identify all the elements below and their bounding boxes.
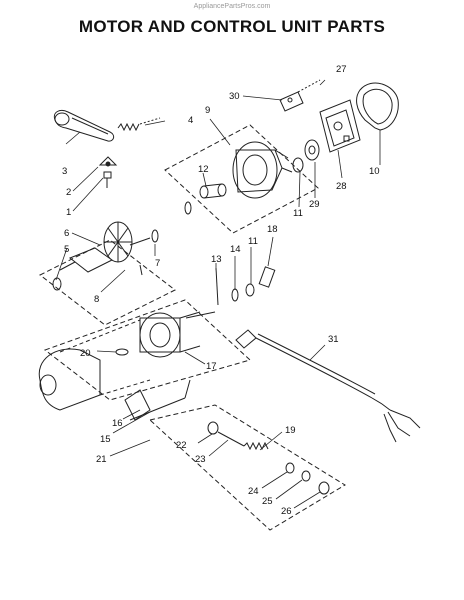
callout-15: 15 bbox=[100, 434, 111, 445]
callout-8: 8 bbox=[94, 294, 99, 305]
watermark: AppliancePartsPros.com bbox=[193, 3, 271, 10]
spring-part bbox=[117, 122, 140, 132]
callout-6: 6 bbox=[64, 228, 69, 239]
motor-field bbox=[139, 311, 216, 358]
callout-23: 23 bbox=[195, 454, 206, 465]
callout-10: 10 bbox=[369, 166, 380, 177]
washer-11-lower bbox=[245, 283, 255, 297]
callout-20: 20 bbox=[80, 348, 91, 359]
callout-27: 27 bbox=[336, 64, 347, 75]
gasket-part bbox=[356, 82, 399, 131]
callout-14: 14 bbox=[230, 244, 241, 255]
callout-19: 19 bbox=[285, 425, 296, 436]
armature-fan bbox=[59, 221, 151, 273]
power-cord bbox=[235, 329, 421, 443]
brush-holder-arm bbox=[53, 109, 115, 142]
washer-11-upper bbox=[292, 157, 304, 173]
callout-5: 5 bbox=[64, 244, 69, 255]
callout-1: 1 bbox=[66, 207, 71, 218]
callout-21: 21 bbox=[96, 454, 107, 465]
shift-lever bbox=[124, 379, 191, 421]
end-cap-group-outline bbox=[164, 124, 319, 234]
callout-12: 12 bbox=[198, 164, 209, 175]
callout-18: 18 bbox=[267, 224, 278, 235]
callout-16: 16 bbox=[112, 418, 123, 429]
callout-7: 7 bbox=[155, 258, 160, 269]
callout-11-upper: 11 bbox=[293, 208, 303, 219]
part-20 bbox=[115, 348, 129, 356]
screw-part bbox=[103, 171, 112, 188]
washer-part bbox=[184, 201, 192, 215]
page-title: MOTOR AND CONTROL UNIT PARTS bbox=[78, 17, 386, 36]
callout-13: 13 bbox=[211, 254, 222, 265]
leader-lines bbox=[55, 79, 381, 509]
worm-gear-group-outline bbox=[148, 404, 346, 531]
washer-7 bbox=[151, 229, 159, 243]
callout-28: 28 bbox=[336, 181, 347, 192]
bushing-18 bbox=[258, 266, 276, 288]
callout-2: 2 bbox=[66, 187, 71, 198]
callout-3: 3 bbox=[62, 166, 67, 177]
callout-9: 9 bbox=[205, 105, 210, 116]
bushing-12 bbox=[199, 183, 227, 199]
callout-31: 31 bbox=[328, 334, 339, 345]
motor-end-cap bbox=[232, 141, 293, 199]
callout-25: 25 bbox=[262, 496, 273, 507]
callout-24: 24 bbox=[248, 486, 259, 497]
bracket-part bbox=[279, 79, 321, 112]
washer-14 bbox=[231, 288, 239, 302]
callout-17: 17 bbox=[206, 361, 217, 372]
callout-11-lower: 11 bbox=[248, 236, 258, 247]
bearing-29 bbox=[304, 139, 320, 161]
worm-gear bbox=[207, 421, 330, 495]
motor-housing-outline bbox=[43, 299, 251, 401]
callout-26: 26 bbox=[281, 506, 292, 517]
callout-29: 29 bbox=[309, 199, 320, 210]
callout-30: 30 bbox=[229, 91, 240, 102]
callout-4: 4 bbox=[188, 115, 193, 126]
callout-22: 22 bbox=[176, 440, 187, 451]
callout-labels: 1 2 3 4 5 6 7 8 9 10 11 11 12 13 14 15 1… bbox=[62, 64, 380, 517]
motor-housing bbox=[38, 319, 151, 411]
screw-13 bbox=[215, 267, 219, 306]
control-board bbox=[319, 99, 361, 153]
